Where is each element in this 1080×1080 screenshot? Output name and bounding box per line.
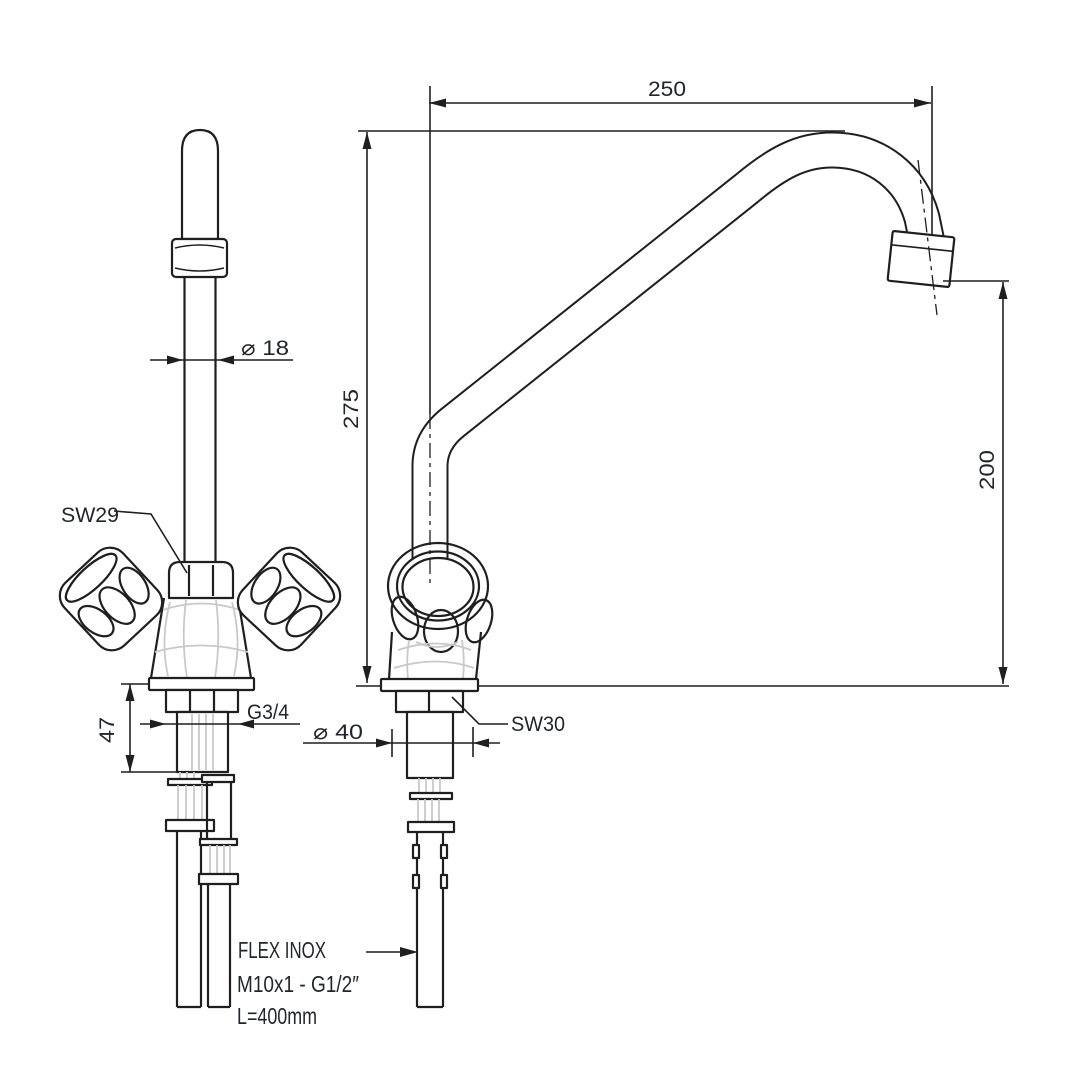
front-handle-right [236, 546, 342, 652]
dim-250-label: 250 [648, 78, 686, 101]
dim-shank-height: 47 [96, 683, 177, 773]
dim-shank-thread: G3/4 [140, 701, 300, 729]
dim-pipe-diameter: ⌀ 18 [150, 337, 293, 365]
side-aerator [886, 229, 956, 289]
label-spout-nut: SW29 [61, 504, 188, 574]
side-hose [406, 778, 456, 1009]
aerator-centerline [917, 159, 938, 316]
dimensions: 250 275 200 ⌀ 18 [61, 78, 1009, 1029]
dim-total-height: 275 [340, 130, 845, 683]
dim-200-label: 200 [976, 450, 999, 490]
front-spout-nut [167, 560, 235, 600]
dim-d18-label: ⌀ 18 [241, 337, 289, 360]
label-sw29: SW29 [61, 504, 119, 527]
side-handle [386, 541, 494, 654]
front-view [58, 128, 342, 1009]
side-base [379, 677, 480, 780]
label-base-nut: SW30 [451, 696, 565, 736]
front-hoses [164, 772, 240, 1009]
hose-note-line3: L=400mm [237, 1003, 317, 1029]
label-g34: G3/4 [247, 701, 289, 724]
front-body [149, 597, 253, 679]
front-handle-left [58, 546, 164, 652]
dim-d40-label: ⌀ 40 [313, 721, 363, 744]
dim-275-label: 275 [340, 389, 363, 429]
label-sw30: SW30 [511, 713, 565, 736]
side-view [356, 86, 1009, 1009]
dim-body-diameter: ⌀ 40 [303, 721, 500, 757]
side-body [387, 631, 483, 680]
dim-47-label: 47 [96, 717, 119, 743]
dim-outlet-height: 200 [943, 280, 1009, 684]
front-base [147, 676, 256, 774]
hose-note-line2: M10x1 - G1/2″ [237, 971, 359, 997]
side-spout [411, 131, 948, 588]
hose-note: FLEX INOX M10x1 - G1/2″ L=400mm [237, 937, 418, 1029]
front-spout [170, 128, 229, 562]
dim-spout-reach: 250 [429, 78, 933, 235]
hose-note-line1: FLEX INOX [238, 937, 326, 963]
